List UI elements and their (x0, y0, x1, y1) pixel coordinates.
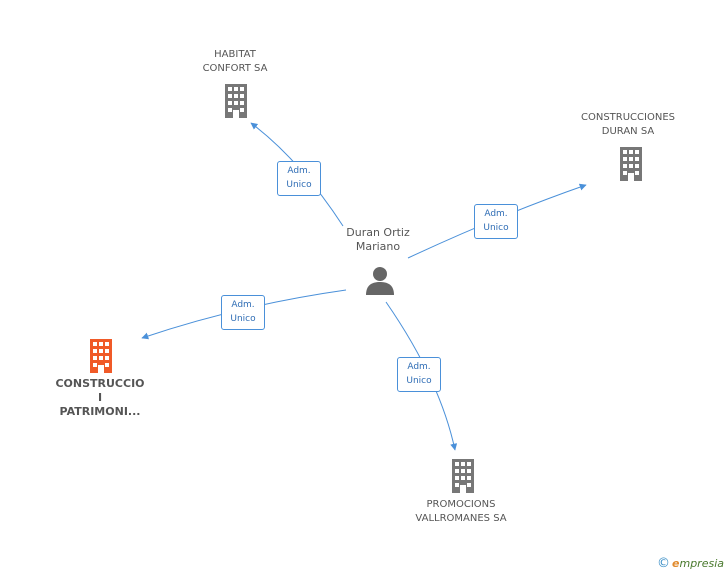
building-icon[interactable] (87, 339, 115, 373)
copyright-icon: © (657, 556, 671, 571)
company-label-habitat[interactable]: HABITAT CONFORT SA (185, 48, 285, 76)
company-name-line: CONSTRUCCIO (55, 377, 145, 390)
person-name-line: Duran Ortiz (346, 226, 410, 239)
building-icon[interactable] (222, 84, 250, 118)
company-name-line: VALLROMANES SA (415, 513, 507, 524)
relation-line: Adm. (407, 362, 431, 372)
company-label-construccio[interactable]: CONSTRUCCIO I PATRIMONI... (48, 377, 152, 419)
relation-line: Unico (230, 314, 256, 324)
company-name-line: CONFORT SA (202, 63, 268, 74)
brand-initial: e (672, 557, 680, 570)
relation-line: Adm. (287, 166, 311, 176)
company-label-construcciones[interactable]: CONSTRUCCIONES DURAN SA (573, 111, 683, 139)
person-icon[interactable] (365, 266, 395, 295)
relation-line: Unico (286, 180, 312, 190)
relation-line: Adm. (484, 209, 508, 219)
relation-line: Adm. (231, 300, 255, 310)
relation-label-construcciones[interactable]: Adm. Unico (474, 204, 518, 239)
company-name-line: HABITAT (214, 49, 256, 60)
brand-name: mpresia (679, 557, 724, 570)
company-label-promocions[interactable]: PROMOCIONS VALLROMANES SA (403, 498, 519, 526)
relation-label-promocions[interactable]: Adm. Unico (397, 357, 441, 392)
empresia-logo: ©empresia (657, 556, 724, 571)
person-label[interactable]: Duran Ortiz Mariano (328, 226, 428, 254)
company-name-line: PROMOCIONS (426, 499, 496, 510)
relation-label-habitat[interactable]: Adm. Unico (277, 161, 321, 196)
company-name-line: CONSTRUCCIONES (581, 112, 675, 123)
building-icon[interactable] (617, 147, 645, 181)
relation-label-construccio[interactable]: Adm. Unico (221, 295, 265, 330)
relation-line: Unico (406, 376, 432, 386)
building-icon[interactable] (449, 459, 477, 493)
company-name-line: PATRIMONI... (59, 405, 141, 418)
company-name-line: I (97, 391, 103, 404)
relation-line: Unico (483, 223, 509, 233)
company-name-line: DURAN SA (601, 126, 655, 137)
person-name-line: Mariano (355, 240, 401, 253)
